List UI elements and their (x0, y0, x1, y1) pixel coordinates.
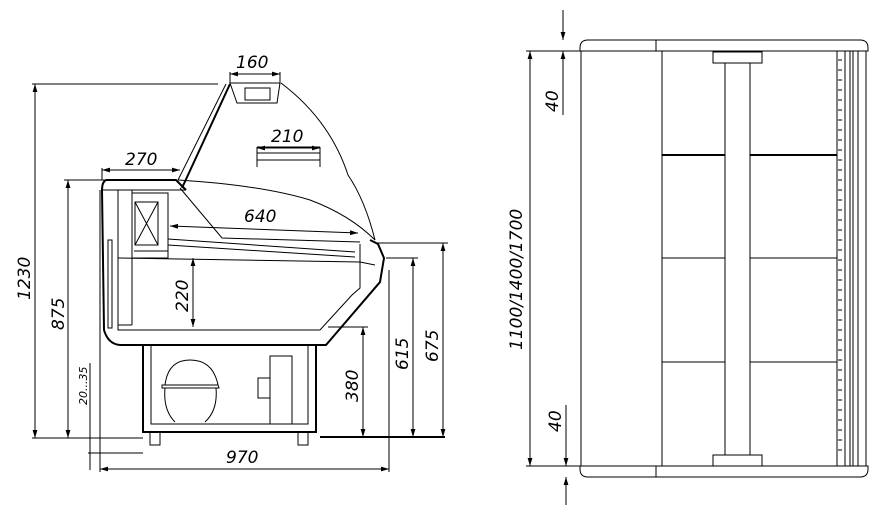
lamp (229, 82, 281, 104)
svg-text:220: 220 (173, 280, 193, 312)
dim-675: 675 (375, 242, 448, 437)
svg-text:1100/1400/1700: 1100/1400/1700 (507, 209, 527, 350)
dim-615: 615 (386, 257, 418, 437)
svg-text:380: 380 (343, 370, 363, 402)
central-pillar (712, 51, 763, 467)
dim-40-top: 40 (543, 10, 566, 115)
dim-875: 875 (49, 179, 106, 438)
dim-220: 220 (173, 258, 196, 327)
side-view: 1230 875 20...35 970 270 160 210 640 220… (15, 53, 448, 472)
dim-40-bottom: 40 (546, 405, 569, 505)
top-view: 1100/1400/1700 40 40 (507, 10, 869, 505)
dim-1230: 1230 (15, 83, 218, 439)
svg-text:675: 675 (423, 330, 443, 362)
svg-text:40: 40 (546, 410, 566, 432)
shelf (256, 146, 321, 167)
foot (149, 431, 309, 446)
svg-text:270: 270 (125, 150, 157, 170)
svg-text:615: 615 (393, 338, 413, 370)
cabinet-outline (100, 179, 386, 346)
dim-length: 1100/1400/1700 (507, 50, 581, 467)
evaporator (131, 192, 169, 259)
svg-text:160: 160 (236, 53, 268, 73)
top-frame (579, 39, 869, 52)
svg-text:875: 875 (49, 298, 69, 330)
dim-160: 160 (229, 53, 281, 83)
dim-970: 970 (99, 190, 390, 472)
dim-380: 380 (328, 326, 368, 437)
svg-text:40: 40 (543, 90, 563, 112)
dim-640: 640 (169, 207, 359, 236)
svg-text:20...35: 20...35 (77, 367, 90, 405)
svg-text:970: 970 (226, 448, 258, 468)
compressor (161, 359, 220, 423)
svg-text:210: 210 (271, 127, 303, 147)
svg-text:640: 640 (244, 207, 276, 227)
base-stand (142, 345, 317, 433)
dim-270: 270 (101, 150, 180, 180)
dim-20-35: 20...35 (77, 363, 143, 470)
svg-text:1230: 1230 (15, 257, 35, 300)
dim-210: 210 (257, 127, 320, 151)
